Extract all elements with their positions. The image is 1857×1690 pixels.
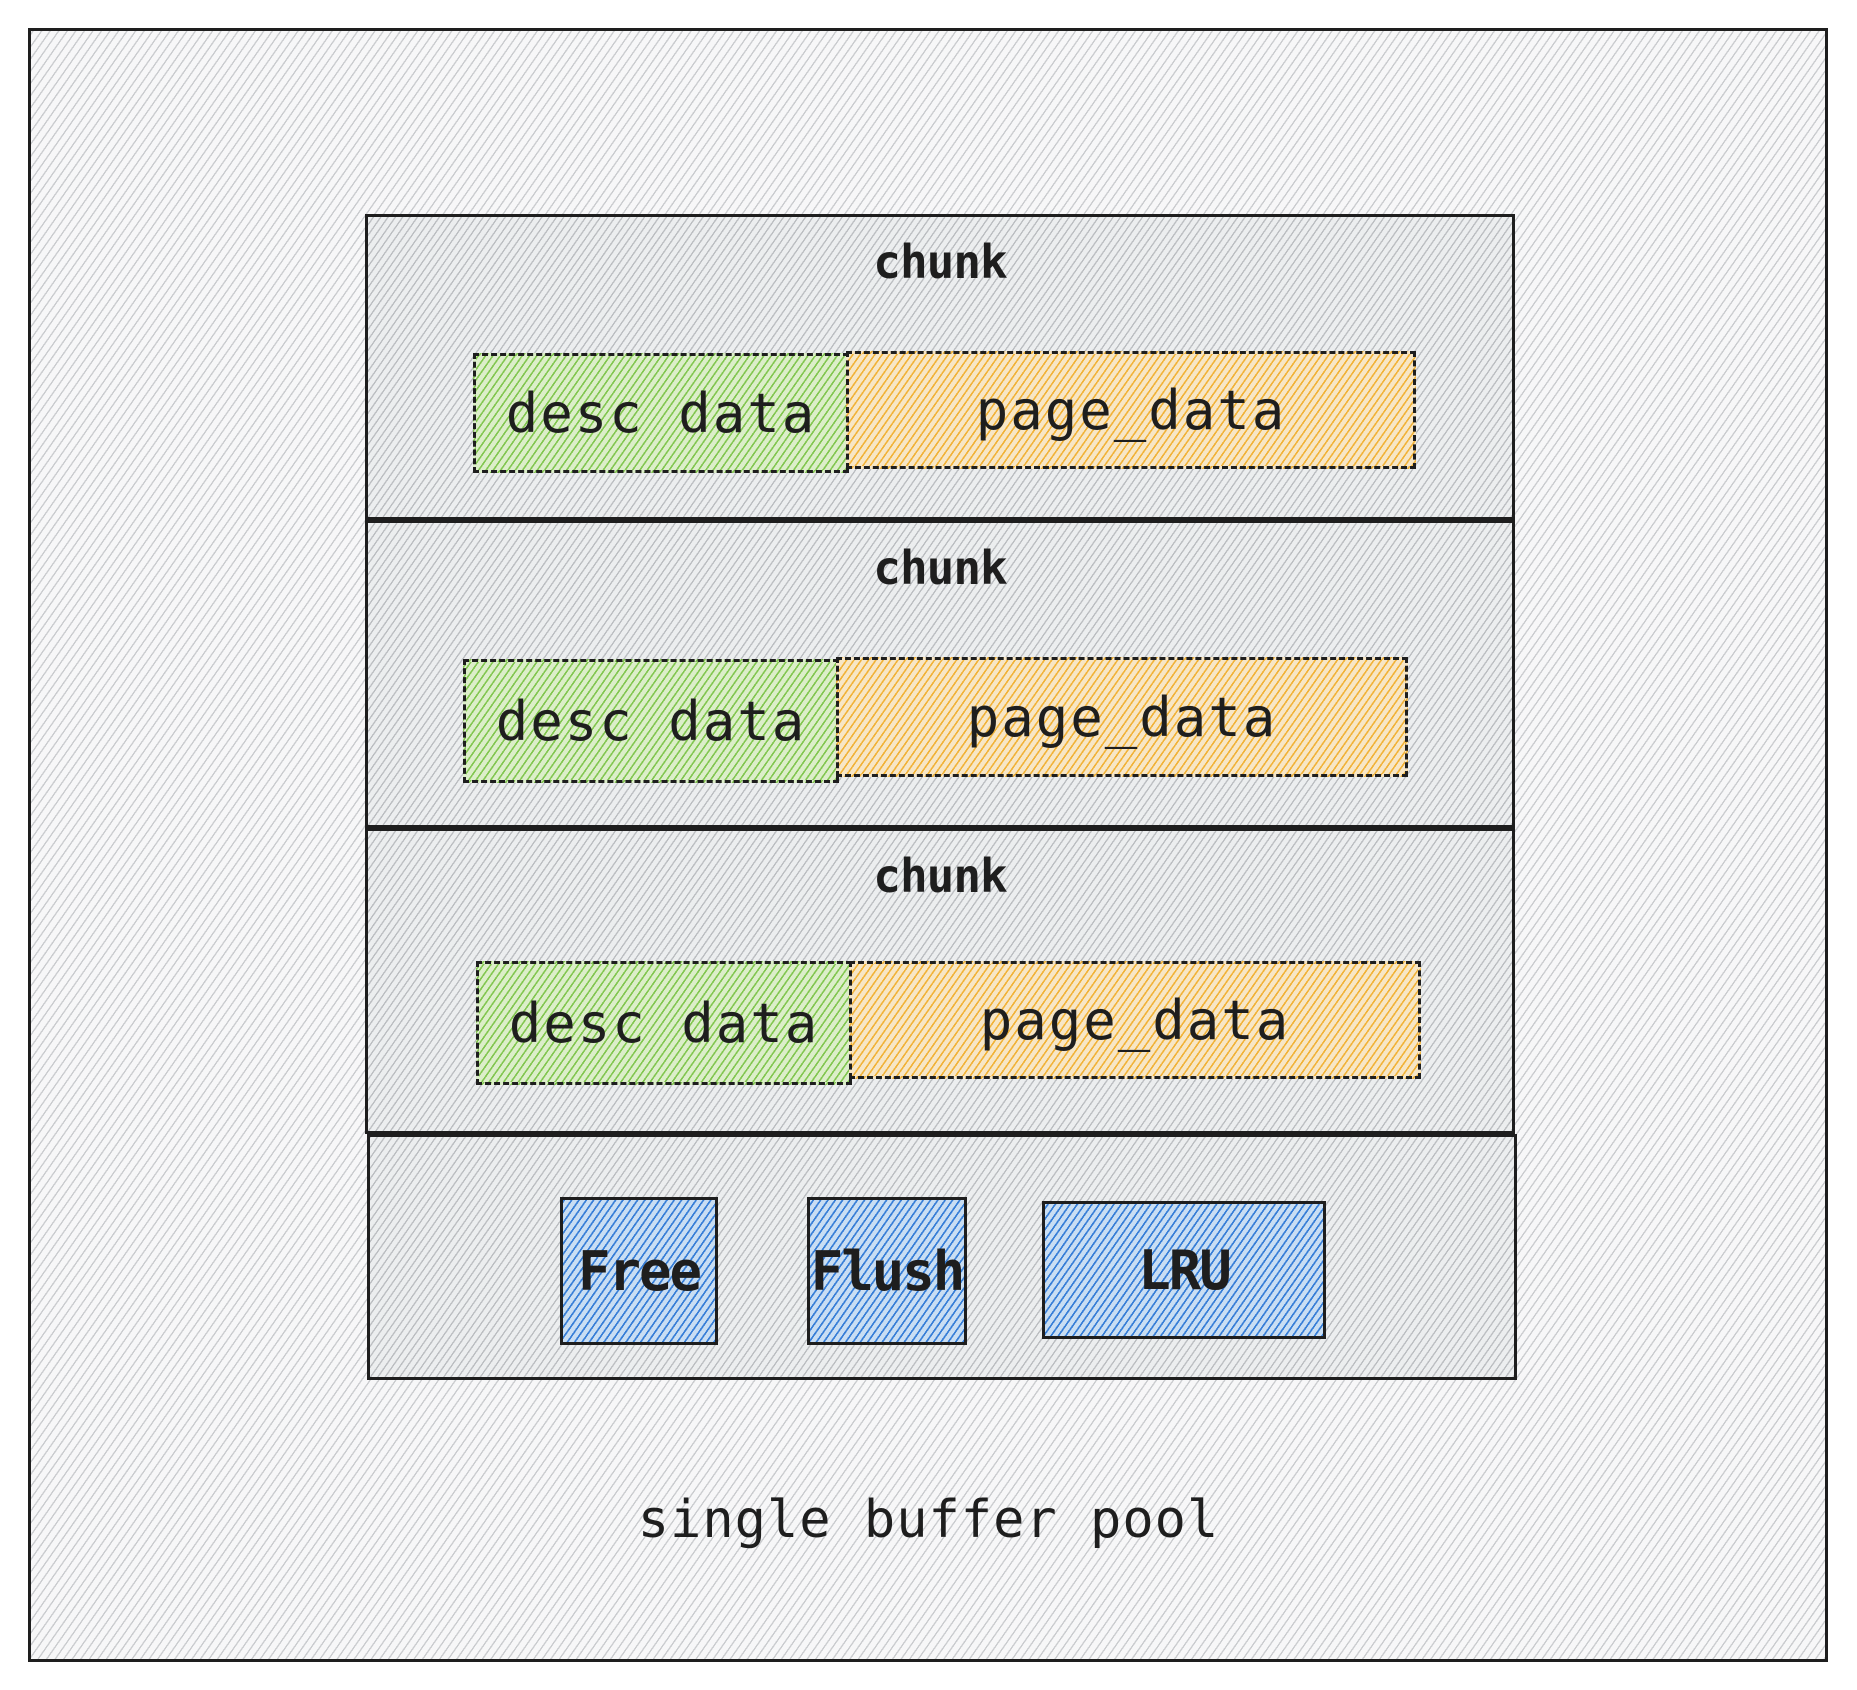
flush-list-box: Flush bbox=[807, 1197, 967, 1345]
chunk-box: chunk desc data page_data bbox=[365, 828, 1515, 1134]
free-list-box: Free bbox=[560, 1197, 718, 1345]
diagram-caption: single buffer pool bbox=[637, 1490, 1220, 1550]
chunk-title: chunk bbox=[873, 235, 1007, 289]
page-data-box: page_data bbox=[836, 657, 1408, 777]
desc-data-box: desc data bbox=[473, 353, 849, 473]
page-data-box: page_data bbox=[846, 351, 1416, 469]
lru-list-box: LRU bbox=[1042, 1201, 1326, 1339]
chunk-title: chunk bbox=[873, 849, 1007, 903]
page-data-box: page_data bbox=[849, 961, 1421, 1079]
desc-data-box: desc data bbox=[476, 961, 852, 1085]
lists-box: Free Flush LRU bbox=[367, 1134, 1517, 1380]
chunk-box: chunk desc data page_data bbox=[365, 520, 1515, 828]
chunk-title: chunk bbox=[873, 541, 1007, 595]
chunk-box: chunk desc data page_data bbox=[365, 214, 1515, 520]
desc-data-box: desc data bbox=[463, 659, 839, 783]
